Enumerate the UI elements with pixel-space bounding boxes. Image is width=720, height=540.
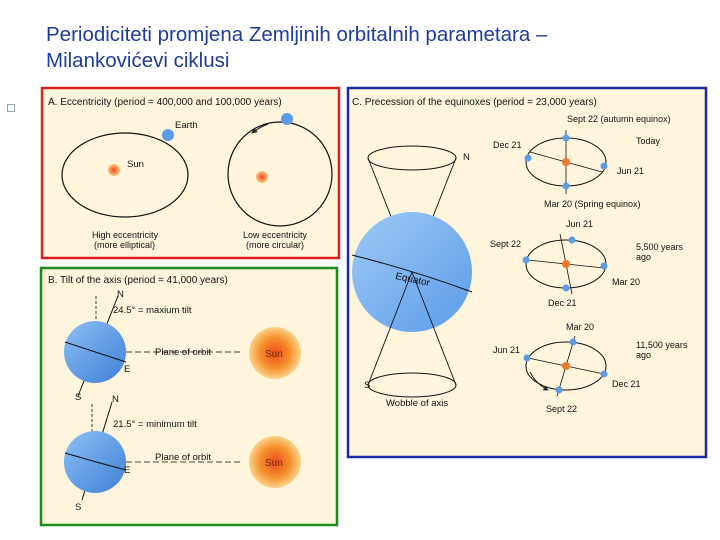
south-label: S <box>364 380 370 391</box>
sun-icon <box>562 158 570 166</box>
wobble-ring-bottom <box>367 372 457 398</box>
earth-icon <box>524 154 532 162</box>
mar-label: Mar 20 <box>612 277 640 287</box>
earth-icon <box>562 134 570 142</box>
jun-label: Jun 21 <box>566 219 593 229</box>
today-label: Today <box>636 136 661 146</box>
orbit-arrow-icon <box>251 123 269 134</box>
min-tilt-label: 21.5° = minimum tilt <box>113 419 197 430</box>
earth-icon <box>600 370 608 378</box>
earth-icon <box>522 256 530 264</box>
ago-label: 11,500 years <box>636 340 688 350</box>
orbit-11500 <box>525 341 607 391</box>
title-line-1: Periodiciteti promjena Zemljinih orbital… <box>46 23 548 46</box>
ago-label-2: ago <box>636 350 651 360</box>
sept-label: Sept 22 (autumn equinox) <box>567 114 671 124</box>
sun-icon <box>562 362 570 370</box>
ago-label: 5,500 years <box>636 242 684 252</box>
earth-label: Earth <box>175 120 198 131</box>
equator-line <box>64 452 127 471</box>
orbit-elliptical <box>61 132 189 218</box>
equator-line <box>64 341 127 363</box>
low-eccentricity-sub: (more circular) <box>246 240 304 250</box>
east-label: E <box>124 364 130 375</box>
earth-icon <box>600 262 608 270</box>
orbit-circular <box>227 121 333 227</box>
east-label: E <box>124 465 130 476</box>
panel-tilt: B. Tilt of the axis (period = 41,000 yea… <box>39 266 339 527</box>
high-eccentricity-sub: (more elliptical) <box>94 240 155 250</box>
earth-icon <box>568 236 576 244</box>
earth-icon <box>600 162 608 170</box>
panel-a-heading: A. Eccentricity (period = 400,000 and 10… <box>48 97 282 108</box>
earth-icon <box>562 284 570 292</box>
max-tilt-label: 24.5° = maxium tilt <box>113 305 192 316</box>
panel-b-heading: B. Tilt of the axis (period = 41,000 yea… <box>48 275 228 286</box>
jun-label: Jun 21 <box>493 345 520 355</box>
jun-label: Jun 21 <box>617 166 644 176</box>
sept-label: Sept 22 <box>546 404 577 414</box>
wobble-label: Wobble of axis <box>386 398 448 409</box>
bullet-marker <box>7 104 15 112</box>
high-eccentricity-label: High eccentricity <box>92 230 159 240</box>
sept-label: Sept 22 <box>490 239 521 249</box>
south-label: S <box>75 392 81 403</box>
sun-icon <box>108 164 120 176</box>
earth-icon <box>281 113 293 125</box>
cone-edge <box>411 271 457 386</box>
slide-title: Periodiciteti promjena Zemljinih orbital… <box>46 22 716 74</box>
orbit-arrow-icon <box>529 371 549 391</box>
sun-icon <box>249 327 301 379</box>
mar-label: Mar 20 <box>566 322 594 332</box>
south-label: S <box>75 502 81 513</box>
low-eccentricity-label: Low eccentricity <box>243 230 308 240</box>
ago-label-2: ago <box>636 252 651 262</box>
panel-precession: C. Precession of the equinoxes (period =… <box>346 86 708 459</box>
sun-label: Sun <box>265 458 283 469</box>
north-label: N <box>112 394 119 405</box>
sun-icon <box>256 171 268 183</box>
sun-icon <box>562 260 570 268</box>
dec-label: Dec 21 <box>612 379 641 389</box>
earth-icon <box>555 386 563 394</box>
north-label: N <box>463 152 470 163</box>
sun-label: Sun <box>265 349 283 360</box>
equator-line <box>351 254 473 293</box>
dec-label: Dec 21 <box>493 140 522 150</box>
dec-label: Dec 21 <box>548 298 577 308</box>
plane-of-orbit-label: Plane of orbit <box>155 452 211 463</box>
sun-label: Sun <box>127 159 144 170</box>
sun-icon <box>249 436 301 488</box>
panel-eccentricity: A. Eccentricity (period = 400,000 and 10… <box>40 86 341 260</box>
earth-icon <box>569 338 577 346</box>
plane-of-orbit-label: Plane of orbit <box>155 347 211 358</box>
cone-edge <box>367 271 413 386</box>
title-line-2: Milankovićevi ciklusi <box>46 49 230 72</box>
mar-label: Mar 20 (Spring equinox) <box>544 199 641 209</box>
earth-icon <box>562 182 570 190</box>
earth-icon <box>523 354 531 362</box>
earth-icon <box>162 129 174 141</box>
panel-c-heading: C. Precession of the equinoxes (period =… <box>352 97 597 108</box>
north-label: N <box>117 289 124 300</box>
